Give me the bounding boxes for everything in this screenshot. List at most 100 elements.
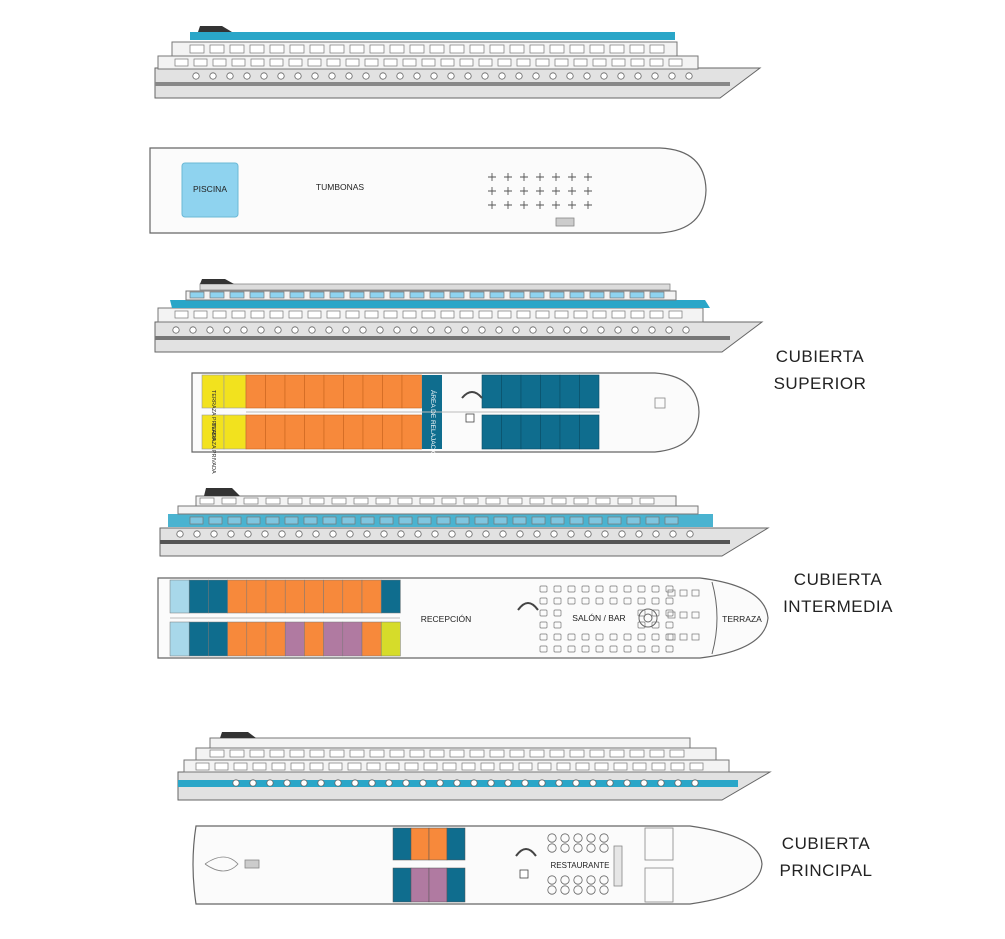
window: [209, 291, 225, 299]
cabin-orange: [265, 414, 286, 450]
porthole: [294, 72, 302, 80]
window: [231, 310, 246, 319]
porthole: [172, 326, 180, 334]
window: [326, 58, 341, 67]
window: [549, 291, 565, 299]
staircase-icon: [515, 848, 537, 857]
porthole: [657, 779, 665, 787]
porthole: [277, 72, 285, 80]
window: [592, 310, 607, 319]
cabin-mauve: [342, 621, 363, 657]
porthole: [600, 72, 608, 80]
porthole: [300, 779, 308, 787]
lounger-icon: [584, 187, 592, 195]
porthole: [209, 72, 217, 80]
porthole: [640, 779, 648, 787]
suite-teal: [579, 374, 600, 409]
deck-label-line1: CUBIERTA: [793, 570, 883, 589]
porthole: [244, 530, 252, 538]
terrace-area: [223, 374, 247, 409]
window: [193, 310, 208, 319]
window: [326, 310, 341, 319]
window: [389, 291, 405, 299]
lounger-icon: [488, 173, 496, 181]
lounge-chair-icon: [637, 597, 646, 605]
porthole: [614, 326, 622, 334]
lounge-chair-icon: [553, 633, 562, 641]
porthole: [601, 530, 609, 538]
pool-label: PISCINA: [193, 184, 227, 194]
window: [214, 762, 229, 771]
window: [209, 749, 225, 758]
porthole: [413, 72, 421, 80]
porthole: [223, 326, 231, 334]
window: [609, 44, 625, 54]
window: [649, 291, 665, 299]
window: [535, 58, 550, 67]
window: [289, 749, 305, 758]
table-icon: [560, 875, 570, 885]
lounge-chair-icon: [567, 585, 576, 593]
window: [421, 58, 436, 67]
window: [499, 762, 514, 771]
window: [629, 291, 645, 299]
window: [397, 497, 413, 505]
window: [573, 310, 588, 319]
porthole: [283, 779, 291, 787]
suite-teal: [559, 414, 580, 450]
table-icon: [586, 833, 596, 843]
lounge-chair-icon: [665, 597, 674, 605]
porthole: [410, 326, 418, 334]
window: [329, 44, 345, 54]
window: [594, 762, 609, 771]
lounger-icon: [488, 187, 496, 195]
main-deck-cabins: [392, 827, 466, 903]
window: [589, 749, 605, 758]
window: [265, 497, 281, 505]
window: [589, 291, 605, 299]
window: [478, 58, 493, 67]
window: [421, 310, 436, 319]
porthole: [329, 530, 337, 538]
cabin-orange: [304, 621, 324, 657]
window: [349, 291, 365, 299]
window: [389, 749, 405, 758]
cabin-light-blue: [169, 621, 190, 657]
table-icon: [573, 875, 583, 885]
window: [329, 749, 345, 758]
porthole: [674, 779, 682, 787]
lounge-chair-icon: [665, 621, 674, 629]
lounge-chair-icon: [651, 597, 660, 605]
window: [289, 44, 305, 54]
lounger-icon: [520, 201, 528, 209]
window: [423, 762, 438, 771]
cabin-orange: [401, 374, 422, 409]
window: [290, 762, 305, 771]
buffet-counter: [613, 845, 623, 887]
window: [389, 44, 405, 54]
ship-elevation-top: [154, 26, 762, 99]
porthole: [533, 530, 541, 538]
suite-teal: [481, 414, 502, 450]
porthole: [495, 326, 503, 334]
cabin-orange: [284, 374, 305, 409]
window: [246, 516, 261, 525]
window: [649, 749, 665, 758]
window: [609, 749, 625, 758]
porthole: [515, 72, 523, 80]
suite-teal: [501, 374, 522, 409]
porthole: [685, 72, 693, 80]
table-icon: [560, 843, 570, 853]
lounge-chair-icon: [623, 597, 632, 605]
window: [629, 44, 645, 54]
cabin-orange: [342, 579, 363, 614]
window: [630, 58, 645, 67]
window: [174, 58, 189, 67]
window: [512, 516, 527, 525]
porthole: [243, 72, 251, 80]
lounge-chair-icon: [665, 645, 674, 653]
lounge-chair-icon: [609, 645, 618, 653]
lounge-chair-icon: [667, 589, 676, 597]
window: [309, 497, 325, 505]
